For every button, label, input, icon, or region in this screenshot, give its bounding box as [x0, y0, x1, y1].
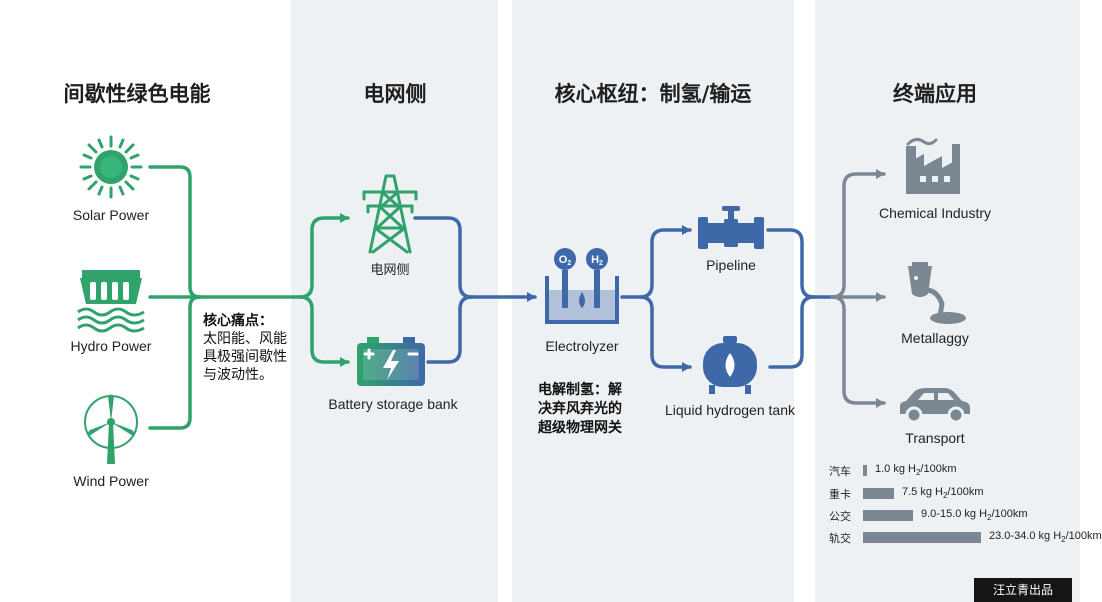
consumption-value: 1.0 kg H2/100km [875, 463, 957, 478]
electrolysis-note-line: 决弃风弃光的 [538, 401, 622, 417]
wind-turbine-icon [84, 394, 138, 464]
wind-connector [148, 295, 202, 430]
consumption-value: 7.5 kg H2/100km [902, 486, 984, 501]
to-tank-arrow [638, 295, 692, 372]
consumption-value: 23.0-34.0 kg H2/100km [989, 530, 1102, 545]
pain-point-line: 具极强间歇性 [203, 349, 287, 365]
electrolysis-note-line: 电解制氢：解 [538, 382, 622, 398]
transmission-tower-icon [362, 174, 418, 254]
consumption-vehicle: 重卡 [829, 488, 851, 501]
to-chemical-arrow [830, 169, 886, 299]
electrolyzer-label: Electrolyzer [545, 338, 619, 354]
hydro-label: Hydro Power [70, 338, 152, 354]
pain-point-line: 与波动性。 [203, 367, 273, 383]
tower-out-connector [413, 216, 474, 299]
metallurgy-label: Metallaggy [901, 330, 969, 346]
battery-out-connector [426, 295, 474, 364]
h2-label: H2 [591, 254, 603, 267]
pain-point-heading: 核心痛点： [203, 313, 273, 329]
to-transport-arrow [830, 295, 886, 408]
battery-label: Battery storage bank [328, 396, 458, 412]
o2-label: O2 [559, 254, 572, 267]
author-credit: 汪立青出品 [974, 578, 1072, 602]
sun-icon [79, 135, 143, 199]
consumption-vehicle: 轨交 [829, 532, 851, 545]
consumption-bar [863, 465, 867, 476]
car-icon [900, 388, 970, 424]
wind-label: Wind Power [73, 473, 149, 489]
consumption-vehicle: 公交 [829, 510, 851, 523]
grid-column-title: 电网侧 [363, 82, 427, 106]
consumption-value: 9.0-15.0 kg H2/100km [921, 508, 1028, 523]
pain-point-line: 太阳能、风能 [203, 331, 287, 347]
ladle-icon [908, 262, 966, 324]
tank-out-connector [768, 295, 816, 369]
electrolyzer-icon: O2 H2 [545, 248, 619, 324]
consumption-bar [863, 510, 913, 521]
application-column-band [815, 0, 1080, 602]
tank-label: Liquid hydrogen tank [665, 402, 795, 418]
electrolysis-note-line: 超级物理网关 [538, 420, 622, 436]
sources-column-title: 间歇性绿色电能 [63, 82, 211, 106]
transport-label: Transport [905, 430, 965, 446]
consumption-vehicle: 汽车 [829, 465, 851, 478]
battery-icon [357, 337, 425, 386]
solar-connector [148, 165, 202, 299]
consumption-bar [863, 532, 981, 543]
pain-point-note: 核心痛点： 太阳能、风能 具极强间歇性 与波动性。 [203, 312, 287, 384]
to-battery-arrow [298, 295, 350, 367]
hydrogen-tank-icon [703, 336, 757, 394]
pipeline-out-connector [766, 228, 816, 299]
hub-column-title: 核心枢纽：制氢/输运 [554, 82, 752, 106]
grid-side-label: 电网侧 [370, 263, 410, 278]
to-tower-arrow [298, 213, 350, 299]
hub-column-band [512, 0, 794, 602]
pipeline-icon [698, 206, 764, 249]
pipeline-label: Pipeline [706, 257, 756, 273]
factory-icon [906, 137, 960, 194]
chemical-label: Chemical Industry [878, 205, 992, 221]
electrolysis-note: 电解制氢：解 决弃风弃光的 超级物理网关 [538, 381, 622, 438]
to-pipeline-arrow [620, 225, 692, 299]
hydro-dam-icon [77, 270, 145, 333]
consumption-bar [863, 488, 894, 499]
application-column-title: 终端应用 [893, 82, 977, 106]
solar-label: Solar Power [72, 207, 150, 223]
